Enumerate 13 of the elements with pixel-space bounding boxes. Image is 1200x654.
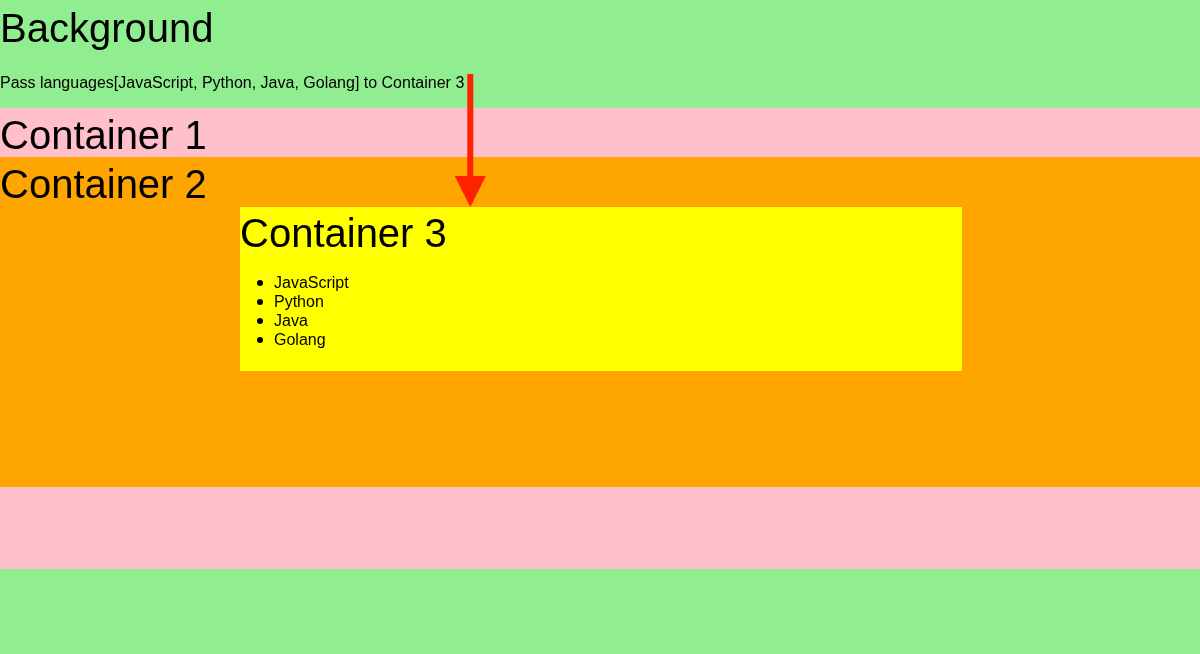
container-panel [0,108,1200,569]
note-text: Pass languages[JavaScript, Python, Java, Golang] to Container 3 [0,74,465,93]
heading: Background [0,5,214,51]
heading: Container 3 [240,210,447,256]
arrow [454,74,486,207]
list-item: JavaScript [254,273,349,292]
container-panel [240,207,962,371]
heading: Container 2 [0,161,207,207]
container-panel [0,157,1200,487]
heading: Container 1 [0,112,207,158]
list-item: Python [254,292,324,311]
list-item: Java [254,311,308,330]
list-item: Golang [254,330,326,349]
